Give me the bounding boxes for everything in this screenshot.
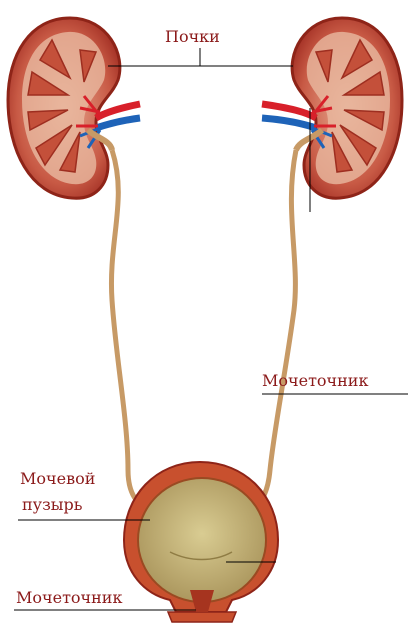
right-kidney: [262, 18, 402, 198]
left-ureter: [111, 150, 150, 510]
label-ureter: Мочеточник: [262, 372, 368, 390]
right-ureter: [252, 150, 296, 510]
label-urethra: Мочеточник: [16, 589, 122, 607]
label-bladder-line1: Мочевой: [20, 470, 95, 488]
urinary-bladder: [124, 462, 278, 622]
left-kidney: [8, 18, 140, 198]
label-bladder-line2: пузырь: [22, 496, 83, 514]
label-kidneys: Почки: [165, 28, 220, 46]
